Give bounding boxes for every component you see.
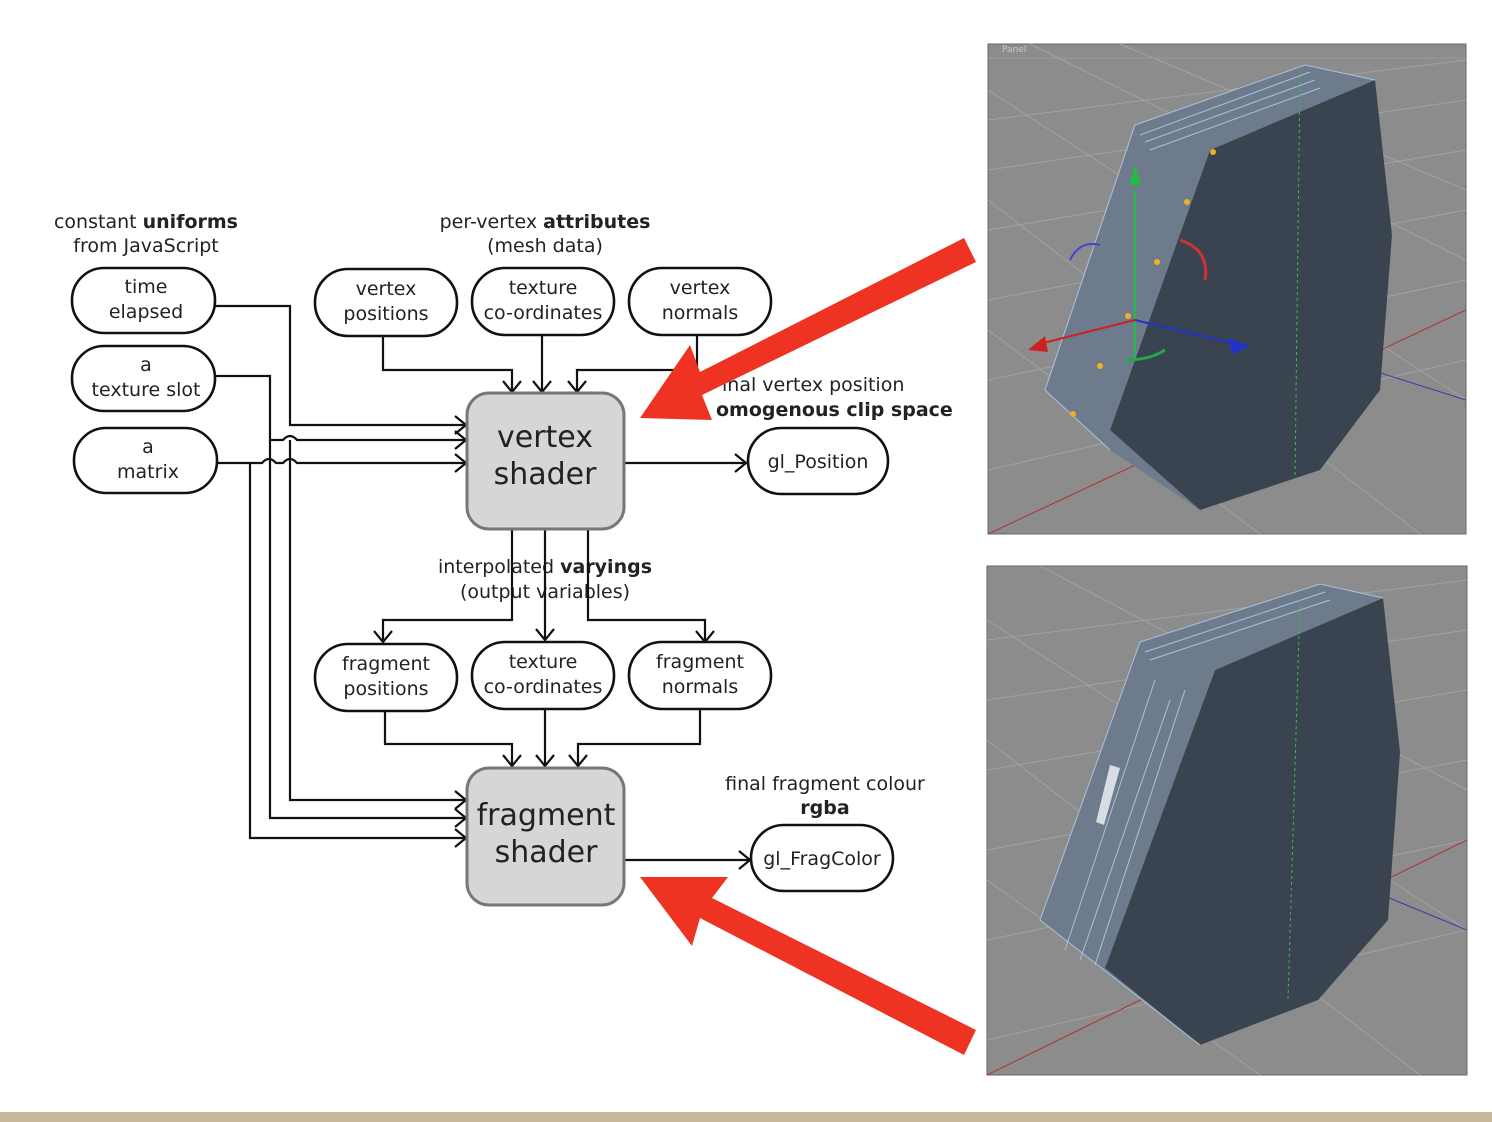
svg-text:a: a	[142, 436, 154, 458]
output-gl-position: gl_Position	[746, 426, 890, 496]
selected-face-highlight	[1096, 765, 1120, 825]
wire-positions-to-vertex	[381, 336, 514, 392]
uniform-node-time: time elapsed	[70, 266, 217, 335]
svg-text:a: a	[140, 354, 152, 376]
svg-text:fragment: fragment	[342, 653, 430, 675]
wire-vertex-to-frag-positions	[381, 530, 514, 642]
vertex-output-caption: inal vertex position	[722, 374, 904, 396]
svg-text:fragment: fragment	[477, 798, 616, 833]
mesh-face-top	[1110, 80, 1392, 510]
svg-text:normals: normals	[662, 676, 738, 698]
svg-text:gl_FragColor: gl_FragColor	[763, 848, 881, 870]
svg-text:vertex: vertex	[497, 420, 593, 455]
mesh-side-bottom	[1040, 584, 1383, 1045]
varying-node-fragment-normals: fragment normals	[627, 640, 773, 711]
varying-node-fragment-positions: fragment positions	[313, 642, 459, 713]
fragment-shader-box: fragment shader	[465, 766, 626, 907]
wire-texture-to-vertex	[215, 374, 466, 442]
uniforms-caption: constant uniforms	[54, 211, 238, 233]
svg-text:fragment: fragment	[656, 651, 744, 673]
svg-text:texture: texture	[509, 277, 578, 299]
wire-time-to-fragment	[288, 440, 466, 802]
svg-text:time: time	[125, 276, 168, 298]
svg-text:matrix: matrix	[117, 461, 179, 483]
svg-text:shader: shader	[494, 457, 598, 492]
viewport-bottom	[986, 565, 1468, 1076]
svg-text:co-ordinates: co-ordinates	[484, 676, 603, 698]
uniform-node-texture-slot: a texture slot	[70, 344, 217, 413]
vertex-output-caption-line2: omogenous clip space	[716, 399, 953, 421]
svg-text:gl_Position: gl_Position	[768, 451, 869, 473]
vertex-shader-box: vertex shader	[465, 391, 626, 531]
wire-texture-to-fragment	[268, 440, 466, 820]
attribute-node-vertex-positions: vertex positions	[313, 267, 459, 338]
attribute-node-vertex-normals: vertex normals	[627, 266, 773, 337]
highlight-arrow-vertex	[640, 238, 976, 420]
attribute-node-texture-coordinates: texture co-ordinates	[470, 266, 616, 337]
wire-normals-to-vertex	[575, 336, 699, 392]
svg-text:vertex: vertex	[670, 277, 731, 299]
wire-fragnorm-to-fragment	[576, 710, 702, 766]
svg-text:co-ordinates: co-ordinates	[484, 302, 603, 324]
uniform-node-matrix: a matrix	[72, 426, 219, 495]
svg-text:positions: positions	[343, 678, 428, 700]
bottom-frame-edge	[0, 1112, 1492, 1122]
svg-text:vertex: vertex	[356, 278, 417, 300]
mesh-side-top	[1045, 65, 1375, 510]
wires	[215, 304, 750, 862]
svg-text:positions: positions	[343, 303, 428, 325]
uniforms-caption-line2: from JavaScript	[73, 235, 219, 257]
wire-time-to-vertex	[215, 304, 466, 427]
svg-text:texture: texture	[509, 651, 578, 673]
attributes-caption: per-vertex attributes	[440, 211, 651, 233]
wire-fragpos-to-fragment	[383, 710, 514, 766]
svg-text:elapsed: elapsed	[109, 301, 183, 323]
svg-text:shader: shader	[495, 835, 599, 870]
varying-node-texture-coordinates: texture co-ordinates	[470, 640, 616, 711]
highlight-arrow-fragment	[640, 877, 976, 1055]
viewport-top: Panel	[987, 43, 1467, 535]
fragment-output-caption-line2: rgba	[800, 797, 849, 819]
fragment-output-caption: final fragment colour	[725, 773, 925, 795]
output-gl-fragcolor: gl_FragColor	[749, 823, 895, 893]
svg-text:texture slot: texture slot	[92, 379, 201, 401]
wire-vertex-to-frag-normals	[586, 530, 707, 642]
svg-text:normals: normals	[662, 302, 738, 324]
attributes-caption-line2: (mesh data)	[487, 235, 603, 257]
wire-matrix-to-fragment	[248, 463, 466, 840]
viewport-panel-label: Panel	[1002, 45, 1026, 55]
wire-matrix-to-vertex	[217, 457, 466, 465]
varyings-caption: interpolated varyings	[438, 556, 652, 578]
mesh-face-bottom	[1105, 598, 1400, 1045]
